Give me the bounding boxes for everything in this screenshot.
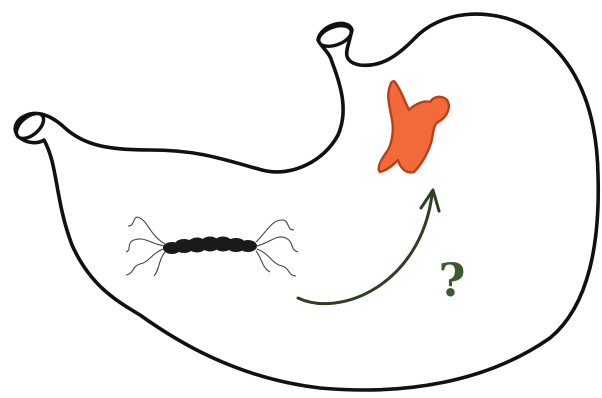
question-mark: ? <box>439 253 466 307</box>
stomach-icon <box>12 14 598 390</box>
